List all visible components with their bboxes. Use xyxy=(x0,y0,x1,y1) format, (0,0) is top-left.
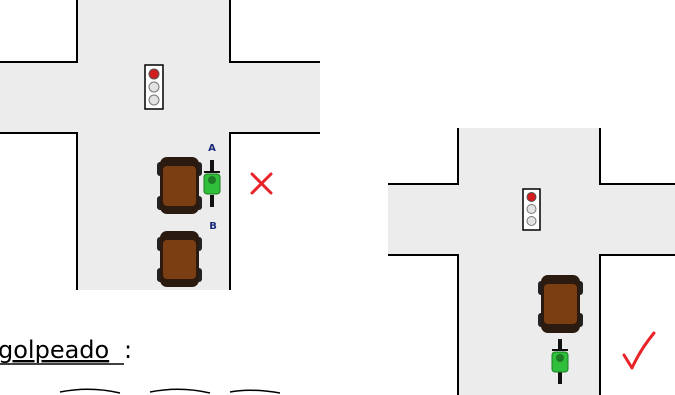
caption-underlined-word: golpeado xyxy=(0,336,109,364)
left-block-bottom-right xyxy=(230,133,320,290)
right-block-bottom-right xyxy=(600,255,675,395)
left-intersection-scene: A B xyxy=(0,0,320,290)
left-block-top-right xyxy=(230,0,320,62)
cropped-text-line xyxy=(60,389,280,393)
left-car-bottom-icon xyxy=(157,231,202,287)
left-block-bottom-left xyxy=(0,133,77,290)
right-traffic-light-icon xyxy=(523,189,540,230)
right-block-top-right xyxy=(600,128,675,184)
right-intersection-scene xyxy=(388,128,675,395)
label-b: B xyxy=(209,221,217,232)
left-car-top-icon xyxy=(157,157,202,214)
caption-colon: : xyxy=(124,336,132,364)
right-block-top-left xyxy=(388,128,458,184)
right-car-icon xyxy=(538,275,583,333)
right-block-bottom-left xyxy=(388,255,458,395)
left-traffic-light-icon xyxy=(145,65,163,109)
label-a: A xyxy=(208,143,216,154)
left-block-top-left xyxy=(0,0,77,62)
caption: golpeado : xyxy=(0,336,280,393)
